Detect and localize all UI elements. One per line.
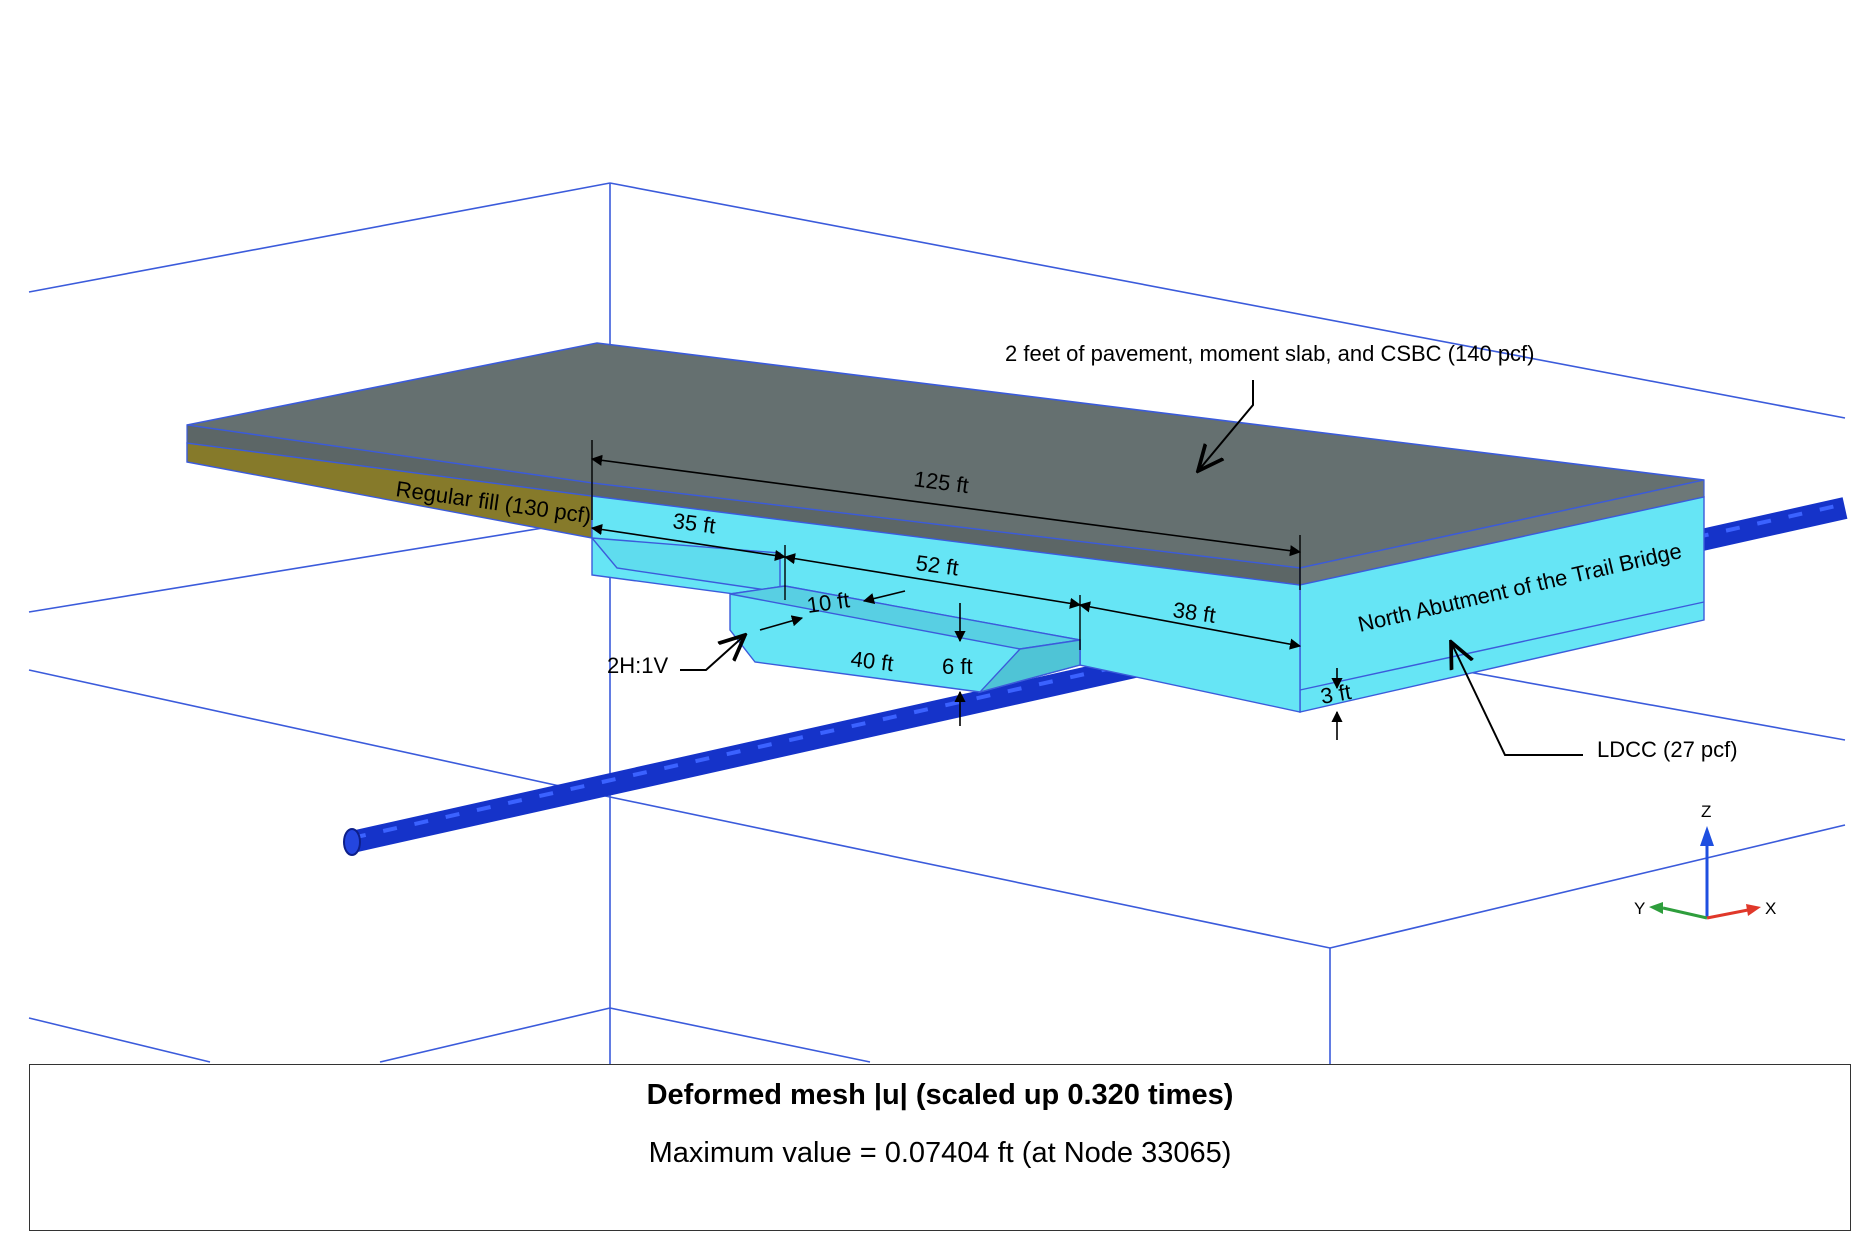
dimension-3ft: 3 ft [1319, 668, 1353, 740]
result-title: Deformed mesh |u| (scaled up 0.320 times… [646, 1079, 1234, 1111]
dimension-10ft: 10 ft [759, 587, 906, 631]
result-panel: Deformed mesh |u| (scaled up 0.320 times… [29, 1064, 1851, 1231]
dimension-35ft: 35 ft [590, 508, 787, 600]
slope-pointer [680, 635, 745, 671]
pavement-label: 2 feet of pavement, moment slab, and CSB… [1005, 341, 1535, 366]
dimension-6ft: 6 ft [942, 603, 973, 726]
dim-label-38: 38 ft [1171, 597, 1217, 628]
y-axis-label: Y [1634, 899, 1645, 918]
x-axis-label: X [1765, 899, 1776, 918]
ldcc-label: LDCC (27 pcf) [1597, 737, 1738, 762]
result-max-value: Maximum value = 0.07404 ft (at Node 3306… [648, 1137, 1232, 1169]
dim-label-10: 10 ft [805, 587, 851, 618]
axis-triad: Z Y X [1634, 802, 1776, 920]
dimension-38ft: 38 ft [1078, 597, 1302, 650]
dim-label-52: 52 ft [914, 550, 960, 580]
dim-label-6: 6 ft [942, 654, 973, 679]
pavement-pointer [1198, 380, 1254, 471]
ldcc-pointer [1451, 642, 1583, 756]
z-axis-label: Z [1701, 802, 1711, 821]
dim-label-35: 35 ft [671, 508, 717, 538]
dim-label-3: 3 ft [1319, 679, 1353, 709]
dim-label-40: 40 ft [849, 646, 895, 676]
slope-label: 2H:1V [607, 653, 668, 678]
